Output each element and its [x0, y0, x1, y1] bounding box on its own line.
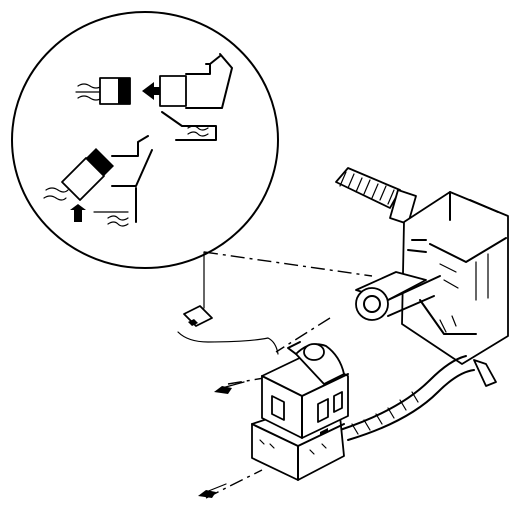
wiring-harness	[339, 355, 475, 441]
detail-bottom-connector	[43, 135, 153, 227]
wiring-connector-small	[177, 305, 279, 355]
detail-top-connector	[75, 53, 233, 141]
switch-module	[251, 341, 349, 481]
connector-housing-icon	[99, 77, 131, 105]
steering-column-assembly	[335, 167, 509, 387]
insertion-arrow-icon	[70, 204, 86, 222]
insertion-arrow-icon	[142, 82, 168, 100]
screw-icon	[198, 483, 227, 498]
detail-circle-callout	[11, 11, 279, 269]
screw-icon	[214, 381, 245, 394]
leader-lines	[203, 251, 373, 499]
connector-housing-icon	[61, 148, 114, 201]
